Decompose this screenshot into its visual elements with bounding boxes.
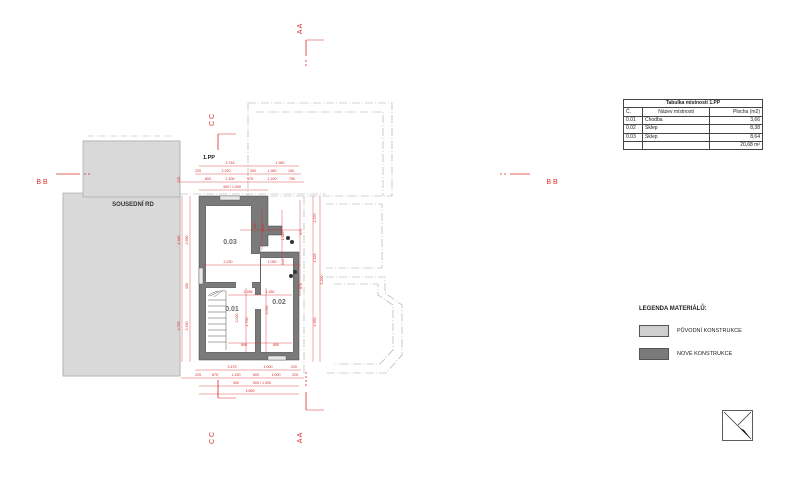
dim-interior-15: 150 — [253, 223, 257, 229]
legend-swatch-new — [639, 348, 669, 360]
dim-bottom-total: 4.890 — [246, 389, 255, 393]
room-area: 8,64 — [709, 132, 763, 142]
neighbor-building: SOUSEDNÍ RD — [62, 135, 181, 377]
room-label-0-01: 0.01 — [225, 306, 239, 313]
legend-swatch-original — [639, 325, 669, 337]
dim-left-1: 225 — [177, 177, 181, 183]
dimension-lines — [181, 165, 321, 395]
dim-left-5: 3.150 — [185, 322, 189, 331]
dim-right-4: 6.200 — [320, 276, 324, 285]
section-a-top: A A — [297, 23, 304, 34]
dim-top-3-c: 975 — [247, 177, 253, 181]
dim-top-3-a: 800 — [205, 177, 211, 181]
dim-interior-6: 3.050 — [265, 306, 269, 315]
room-area: 3,66 — [709, 115, 763, 126]
room-number: 0.01 — [623, 115, 643, 126]
dim-interior-12: 975 — [299, 229, 303, 235]
dim-right-1: 2.370 — [313, 214, 317, 223]
room-label-0-02: 0.02 — [272, 299, 286, 306]
dim-bottom-2-f: 225 — [292, 373, 298, 377]
room-labels: 0.01 0.02 0.03 — [223, 239, 286, 313]
legend-label-new: NOVÉ KONSTRUKCE — [677, 351, 733, 357]
dim-bottom-1-b: 1.000 — [264, 365, 273, 369]
dim-left-6: 2.755 — [177, 322, 181, 331]
room-table-header-name: Název místnosti — [641, 107, 711, 117]
legend-label-original: PŮVODNÍ KONSTRUKCE — [677, 328, 742, 334]
dim-top-2-b: 2.220 — [222, 169, 231, 173]
dim-top-3-e: 750 — [289, 177, 295, 181]
section-markers: A A A A C C C C B B B B — [36, 23, 558, 444]
section-a-bottom: A A — [297, 432, 304, 443]
dim-top-2-e: 150 — [288, 169, 294, 173]
dim-interior-11: 850 — [273, 343, 279, 347]
dim-bottom-1-a: 3.475 — [228, 365, 237, 369]
dim-interior-2: 1.600 — [261, 224, 265, 233]
room-table-header-area: Plocha (m2) — [709, 107, 763, 117]
building-walls — [198, 195, 300, 361]
dim-left-3: 4.390 — [177, 236, 181, 245]
dim-interior-5: 2.750 — [245, 318, 249, 327]
room-table-total: 20,68 m² — [709, 140, 763, 151]
dim-interior-8: 800 — [241, 343, 247, 347]
dim-top-3-d: 1.200 — [268, 177, 277, 181]
section-lines — [56, 39, 530, 411]
dim-top-2-d: 1.950 — [268, 169, 277, 173]
dim-bottom-3-b: 300 — [233, 381, 239, 385]
dim-left-4: 150 — [185, 283, 189, 289]
legend-item-original: PŮVODNÍ KONSTRUKCE — [639, 325, 742, 337]
dim-top-3-b: 1.300 — [226, 177, 235, 181]
table-row: 0.03 Sklep 8,64 — [623, 132, 763, 142]
dim-bottom-2-c: 1.150 — [232, 373, 241, 377]
upper-floor-outline — [180, 102, 403, 374]
staircase — [207, 290, 227, 350]
dim-interior-3: 2.285 — [244, 290, 253, 294]
dim-interior-9: 1.525 — [281, 232, 285, 241]
room-name: Chodba — [641, 115, 711, 126]
north-arrow-icon — [722, 410, 753, 441]
section-b-right: B B — [546, 179, 558, 186]
dim-top-1-a: 2.745 — [226, 161, 235, 165]
neighbor-label: SOUSEDNÍ RD — [112, 200, 154, 208]
dim-interior-14: 600 — [281, 259, 285, 265]
room-number: 0.03 — [623, 132, 643, 142]
floor-label: 1.PP — [203, 155, 215, 161]
dim-left-2: 2.990 — [185, 236, 189, 245]
table-row: 0.01 Chodba 3,66 — [623, 115, 763, 126]
dim-bottom-2-e: 1.000 — [272, 373, 281, 377]
dim-bottom-2-d: 600 — [253, 373, 259, 377]
table-row: 0.02 Sklep 8,38 — [623, 124, 763, 134]
table-total-row: 20,68 m² — [623, 140, 763, 151]
dim-bottom-3-a: 500 / 1.300 — [253, 381, 271, 385]
dim-right-3: 4.650 — [313, 318, 317, 327]
room-table: Tabulka místností 1.PP Č. Název místnost… — [623, 98, 763, 151]
dim-right-2: 1.525 — [313, 254, 317, 263]
dim-interior-1: 2.230 — [224, 260, 233, 264]
dim-interior-4: 1.050 — [268, 260, 277, 264]
room-name: Sklep — [641, 124, 711, 134]
section-c-top: C C — [209, 114, 216, 126]
dim-top-4-a: 300 / 1.000 — [223, 185, 241, 189]
dim-top-2-a: 225 — [195, 169, 201, 173]
dim-bottom-1-c: 220 — [291, 365, 297, 369]
legend-item-new: NOVÉ KONSTRUKCE — [639, 348, 732, 360]
dim-bottom-2-b: 875 — [212, 373, 218, 377]
dim-interior-10: 670 — [299, 283, 303, 289]
room-table-header-number: Č. — [623, 107, 643, 117]
room-number: 0.02 — [623, 124, 643, 134]
dim-top-1-b: 1.950 — [276, 161, 285, 165]
dim-bottom-2-a: 225 — [195, 373, 201, 377]
section-c-bottom: C C — [209, 432, 216, 444]
room-label-0-03: 0.03 — [223, 239, 237, 246]
room-table-title: Tabulka místností 1.PP — [623, 98, 763, 109]
legend-title: LEGENDA MATERIÁLŮ: — [639, 306, 707, 312]
section-b-left: B B — [36, 179, 48, 186]
room-name: Sklep — [641, 132, 711, 142]
dim-top-2-c: 300 — [250, 169, 256, 173]
room-area: 8,38 — [709, 124, 763, 134]
dimension-texts: 2.745 1.950 225 2.220 300 1.950 150 800 … — [177, 161, 324, 393]
dim-interior-13: 1.280 — [266, 290, 275, 294]
dim-interior-7: 2.000 — [235, 314, 239, 323]
